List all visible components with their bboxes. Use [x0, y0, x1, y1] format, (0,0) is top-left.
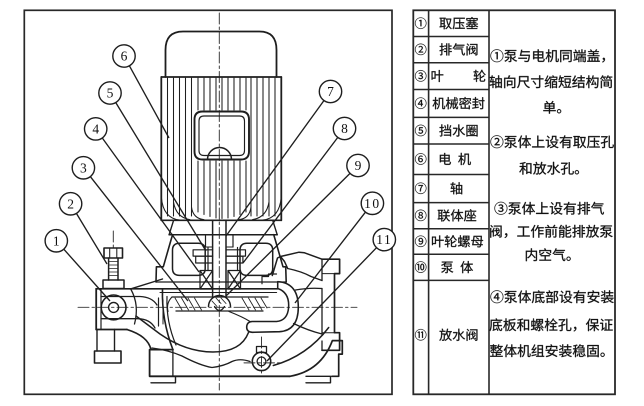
svg-text:11: 11 — [376, 232, 392, 247]
svg-text:3: 3 — [80, 160, 87, 175]
svg-text:9: 9 — [355, 158, 362, 173]
svg-text:2: 2 — [67, 196, 74, 211]
svg-text:10: 10 — [364, 196, 381, 211]
svg-text:6: 6 — [121, 49, 128, 64]
svg-text:4: 4 — [92, 122, 99, 137]
svg-text:7: 7 — [327, 84, 334, 99]
svg-text:5: 5 — [107, 86, 114, 101]
svg-text:8: 8 — [341, 121, 348, 136]
svg-text:1: 1 — [53, 233, 60, 248]
